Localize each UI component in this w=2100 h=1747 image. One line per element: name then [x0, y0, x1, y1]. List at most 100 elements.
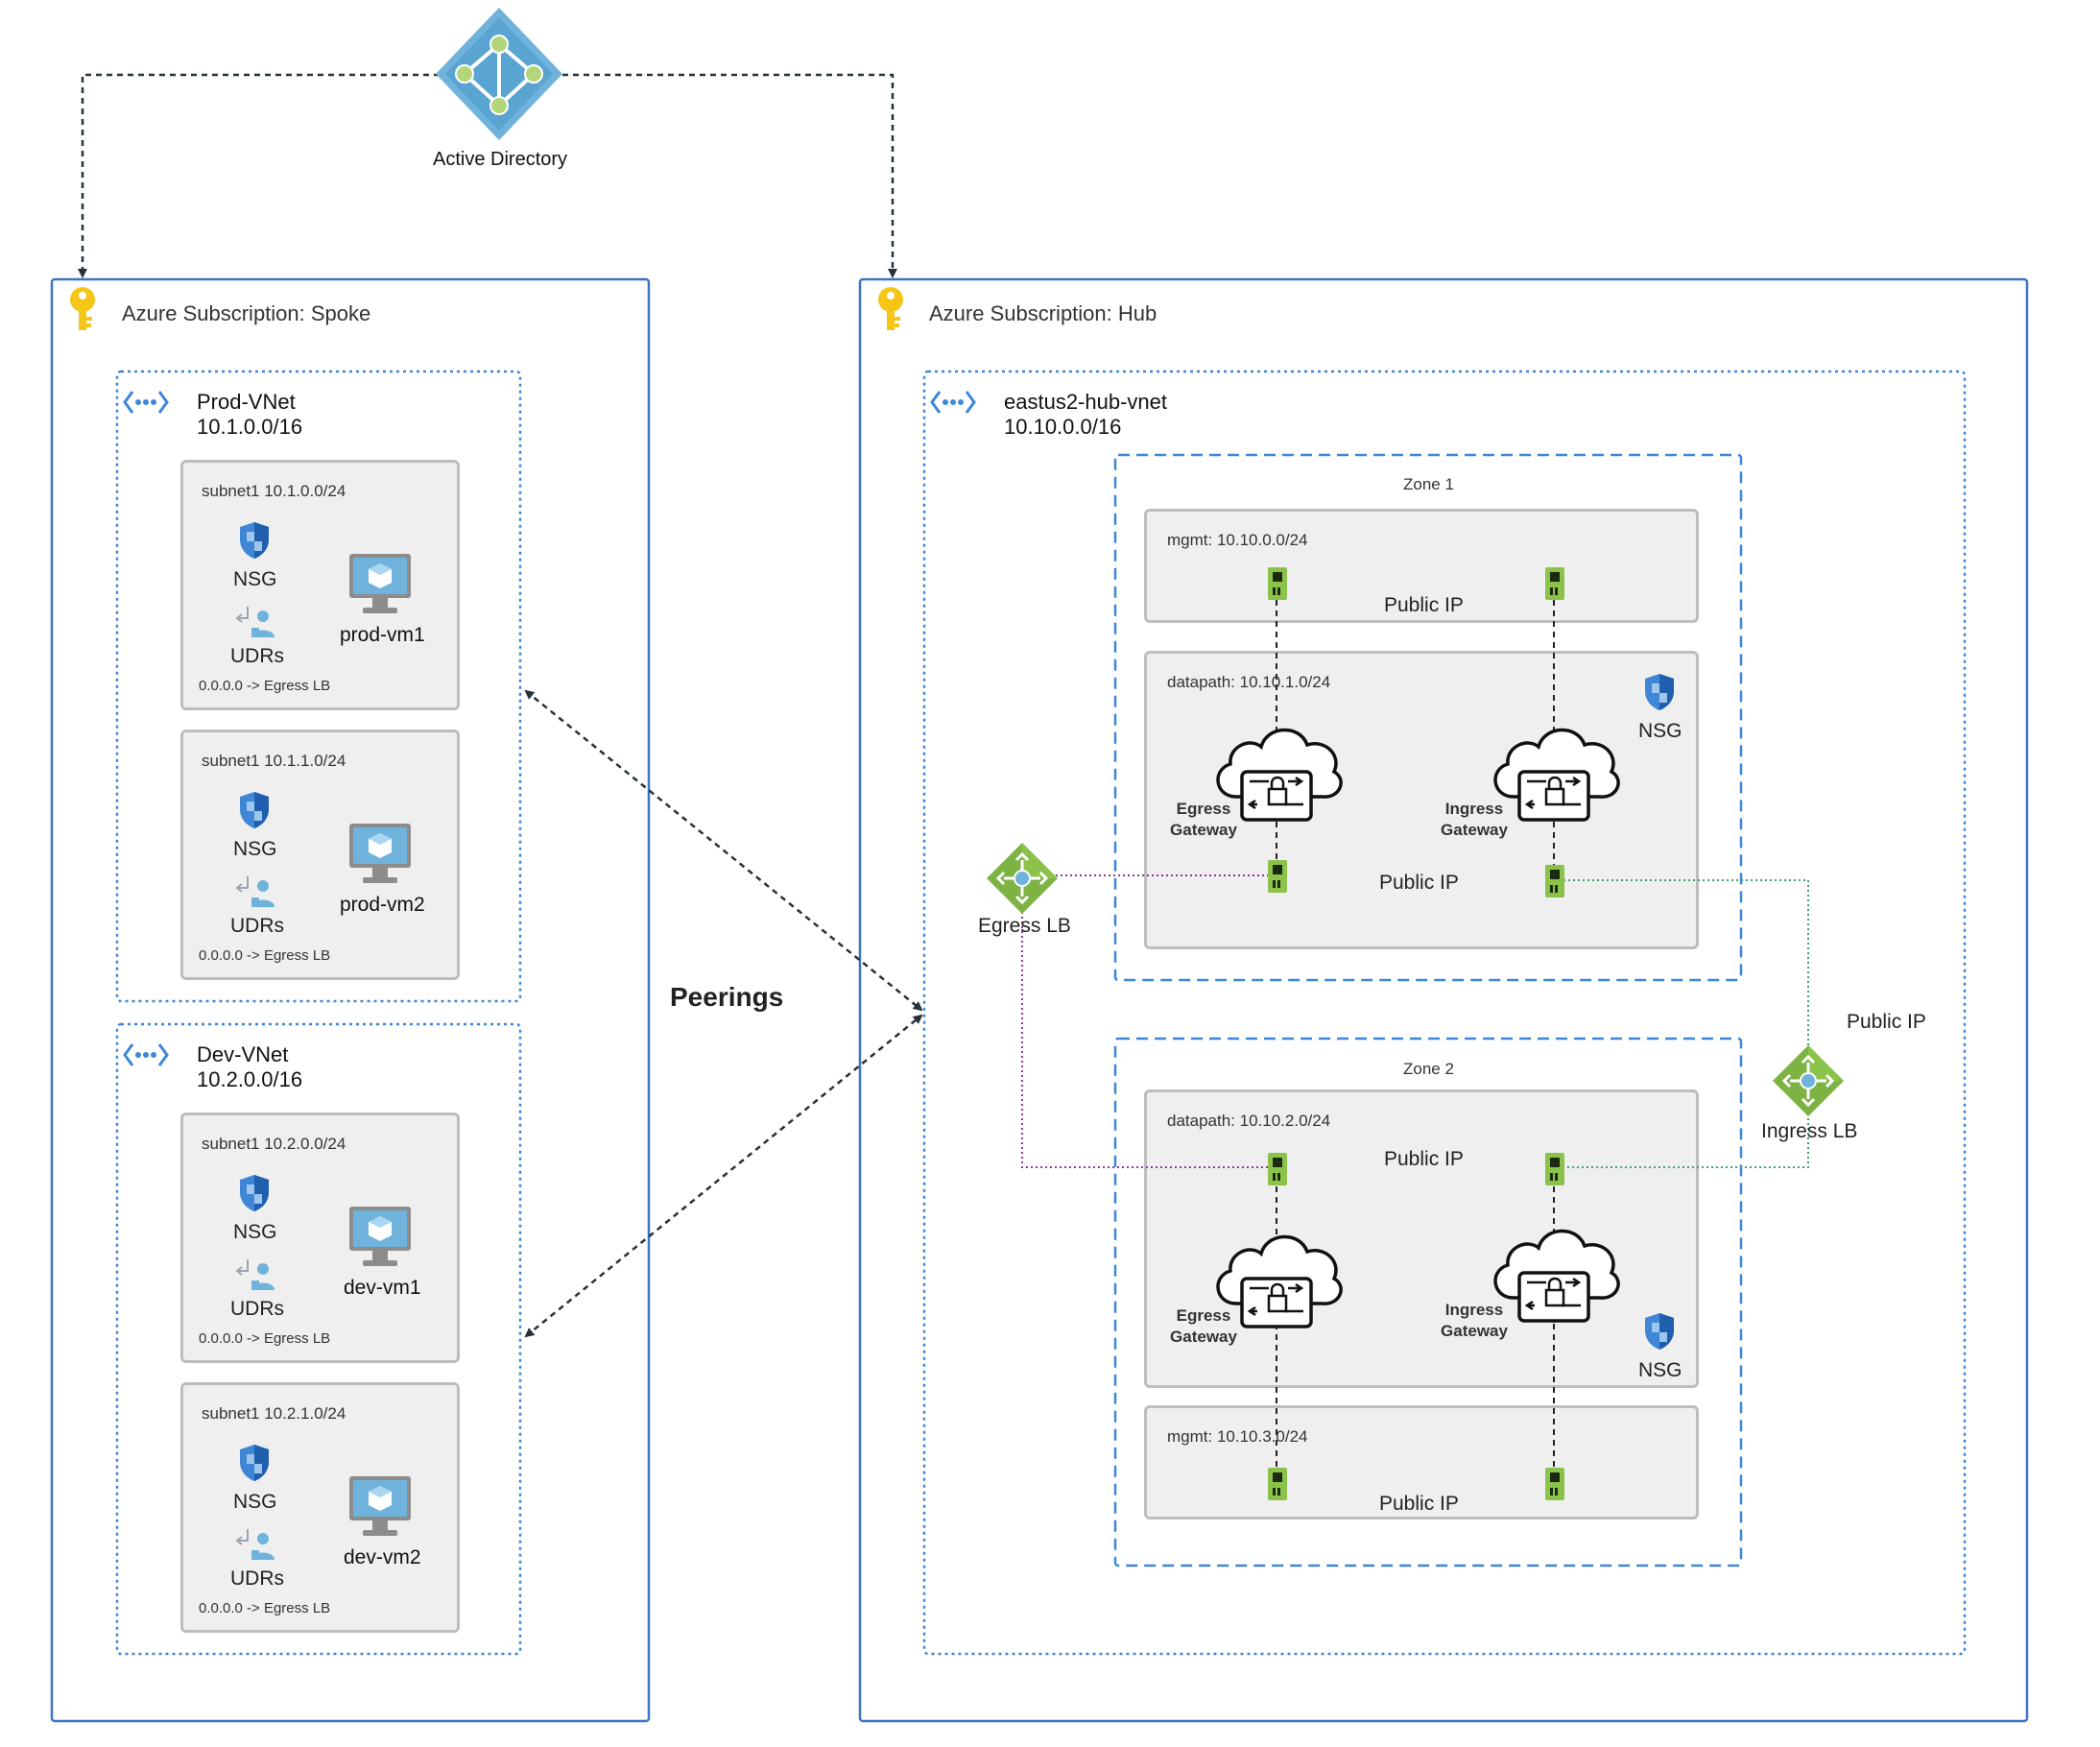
gateway-cloud-icon — [1493, 728, 1620, 822]
gateway-cloud-icon — [1493, 1229, 1620, 1323]
egress-gateway-line2: Gateway — [1170, 821, 1237, 839]
udrs-label: UDRs — [230, 645, 284, 667]
vnet-icon — [123, 391, 169, 414]
egress-lb-link — [1021, 907, 1277, 1168]
egress-gateway-line1: Egress — [1176, 1306, 1231, 1325]
subnet-label: subnet1 10.1.0.0/24 — [202, 482, 346, 500]
egress-gateway-line1: Egress — [1176, 800, 1231, 818]
nic-icon — [1545, 567, 1564, 600]
nsg-shield-icon — [1645, 1313, 1674, 1350]
subnet-label: subnet1 10.2.1.0/24 — [202, 1404, 346, 1423]
ingress-lb-public-ip-label: Public IP — [1847, 1011, 1926, 1033]
ingress-gateway-line2: Gateway — [1441, 821, 1508, 839]
gateway-cloud-icon — [1216, 728, 1343, 822]
gateway-cloud-icon — [1216, 1234, 1343, 1328]
dev-vnet-cidr: 10.2.0.0/16 — [197, 1067, 303, 1091]
ingress-gateway-label: Ingress Gateway — [1434, 799, 1515, 841]
nsg-shield-icon — [240, 522, 269, 559]
vm-label: dev-vm2 — [344, 1546, 421, 1568]
nic-icon — [1268, 860, 1287, 893]
nsg-label: NSG — [233, 838, 277, 860]
zone1-box — [1113, 453, 1743, 982]
ingress-gateway-line1: Ingress — [1444, 1301, 1504, 1319]
load-balancer-icon — [1773, 1045, 1844, 1116]
zone2-mgmt-subnet — [1144, 1405, 1699, 1520]
zone1-label: Zone 1 — [1403, 475, 1454, 493]
egress-gateway-label: Egress Gateway — [1165, 799, 1242, 841]
vm-monitor-icon — [349, 1476, 411, 1536]
egress-gateway-line2: Gateway — [1170, 1328, 1237, 1346]
nsg-label: NSG — [233, 568, 277, 590]
subnet-label: subnet1 10.2.0.0/24 — [202, 1135, 346, 1153]
key-icon — [878, 287, 903, 330]
udr-icon — [235, 1529, 274, 1560]
egress-gateway-label: Egress Gateway — [1165, 1305, 1242, 1348]
ingress-lb-label: Ingress LB — [1761, 1120, 1858, 1142]
hub-vnet-cidr: 10.10.0.0/16 — [1004, 415, 1122, 439]
zone2-datapath-subnet — [1144, 1089, 1699, 1388]
nsg-label: NSG — [233, 1491, 277, 1513]
zone2-datapath-label: datapath: 10.10.2.0/24 — [1167, 1112, 1331, 1130]
ingress-gateway-line2: Gateway — [1441, 1322, 1508, 1340]
udr-icon — [235, 607, 274, 637]
nsg-shield-icon — [1645, 674, 1674, 710]
nic-icon — [1545, 865, 1564, 897]
route-label: 0.0.0.0 -> Egress LB — [199, 1600, 331, 1616]
vm-monitor-icon — [349, 824, 411, 883]
udrs-label: UDRs — [230, 915, 284, 937]
peering-prod-line — [524, 689, 923, 1012]
peerings-label: Peerings — [670, 982, 784, 1012]
hub-vnet-name: eastus2-hub-vnet — [1004, 390, 1167, 414]
peering-dev-line — [524, 1014, 923, 1338]
hub-subscription-title: Azure Subscription: Hub — [929, 301, 1157, 325]
zone2-box — [1113, 1037, 1743, 1568]
spoke-subscription-title: Azure Subscription: Spoke — [122, 301, 371, 325]
public-ip-label: Public IP — [1379, 1493, 1459, 1515]
dev-vnet-box — [115, 1022, 522, 1656]
public-ip-label: Public IP — [1384, 1148, 1464, 1170]
udr-icon — [235, 876, 274, 907]
nic-icon — [1268, 1468, 1287, 1500]
ingress-gateway-label: Ingress Gateway — [1434, 1300, 1515, 1342]
ad-to-hub-line — [562, 73, 897, 278]
ingress-lb-link — [1554, 1113, 1809, 1168]
nsg-shield-icon — [240, 1445, 269, 1481]
prod-vnet-cidr: 10.1.0.0/16 — [197, 415, 303, 439]
public-ip-label: Public IP — [1379, 872, 1459, 894]
hub-vnet-box — [922, 370, 1967, 1656]
vnet-icon — [123, 1043, 169, 1066]
nsg-label: NSG — [1638, 720, 1682, 742]
active-directory-icon — [436, 8, 562, 140]
nsg-shield-icon — [240, 792, 269, 828]
nsg-label: NSG — [1638, 1359, 1682, 1381]
public-ip-label: Public IP — [1384, 594, 1464, 616]
udr-icon — [235, 1259, 274, 1290]
udrs-label: UDRs — [230, 1298, 284, 1320]
nsg-label: NSG — [233, 1221, 277, 1243]
ad-to-spoke-line — [78, 73, 440, 278]
subnet-box — [180, 730, 460, 980]
subnet-label: subnet1 10.1.1.0/24 — [202, 752, 346, 770]
route-label: 0.0.0.0 -> Egress LB — [199, 1330, 331, 1347]
zone1-mgmt-label: mgmt: 10.10.0.0/24 — [1167, 531, 1308, 549]
dev-vnet-name: Dev-VNet — [197, 1042, 289, 1066]
nic-icon — [1268, 567, 1287, 600]
nsg-shield-icon — [240, 1175, 269, 1211]
ingress-gateway-line1: Ingress — [1444, 800, 1504, 818]
udrs-label: UDRs — [230, 1568, 284, 1590]
nic-icon — [1545, 1468, 1564, 1500]
subnet-box — [180, 460, 460, 710]
vm-monitor-icon — [349, 554, 411, 613]
subnet-box — [180, 1382, 460, 1633]
zone2-label: Zone 2 — [1403, 1060, 1454, 1078]
vm-monitor-icon — [349, 1207, 411, 1266]
zone1-datapath-subnet — [1144, 651, 1699, 949]
active-directory-label: Active Directory — [433, 149, 568, 170]
zone1-mgmt-subnet — [1144, 509, 1699, 623]
ingress-lb-link — [1554, 879, 1809, 1048]
prod-vnet-name: Prod-VNet — [197, 390, 296, 414]
route-label: 0.0.0.0 -> Egress LB — [199, 678, 331, 694]
vnet-icon — [930, 391, 976, 414]
egress-lb-label: Egress LB — [978, 915, 1071, 937]
vm-label: dev-vm1 — [344, 1277, 421, 1299]
